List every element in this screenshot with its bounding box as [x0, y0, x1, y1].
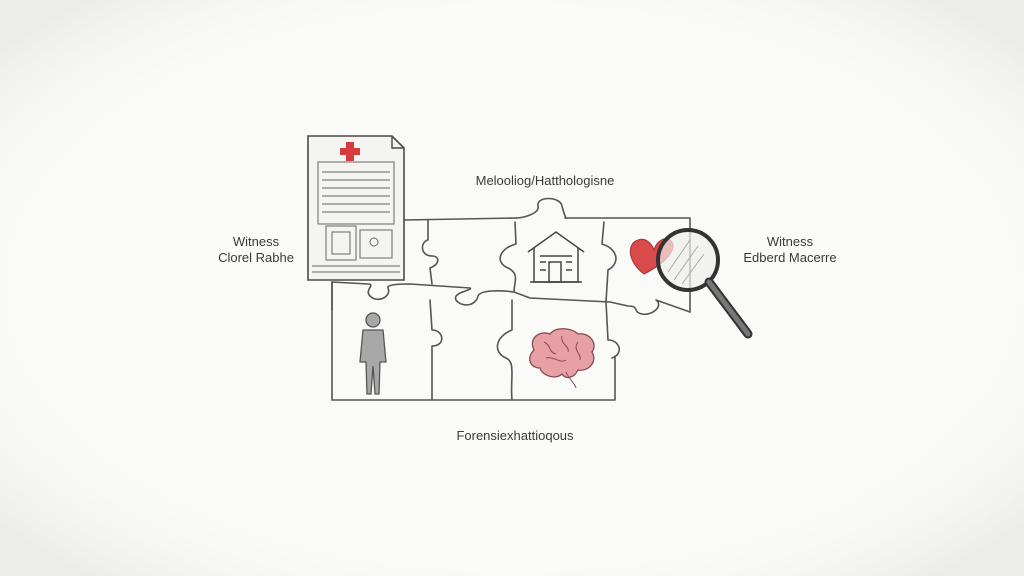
brain-icon	[529, 328, 595, 389]
medical-cross-icon	[340, 142, 360, 161]
label-left-witness: Witness Clorel Rabhe	[200, 234, 312, 266]
person-icon	[359, 312, 387, 395]
label-left-line1: Witness	[232, 234, 280, 249]
puzzle-seam-3	[601, 221, 620, 359]
puzzle-grid	[331, 197, 691, 401]
medical-record-icon	[307, 135, 405, 281]
puzzle-seam-2	[496, 221, 517, 401]
label-left-line2: Clorel Rabhe	[218, 250, 294, 265]
label-right-line2: Edberd Macerre	[743, 250, 837, 265]
label-right-line1: Witness	[766, 234, 814, 249]
magnifying-glass-icon	[656, 228, 753, 339]
puzzle-top-knob	[515, 197, 567, 219]
house-icon	[527, 231, 585, 283]
puzzle-middle-seam	[331, 281, 691, 316]
label-right-witness: Witness Edberd Macerre	[730, 234, 850, 266]
puzzle-seam-1	[421, 219, 443, 401]
label-bottom: Forensiexhattioqous	[456, 428, 574, 443]
label-top: Melooliog/Hatthologisne	[475, 173, 615, 188]
